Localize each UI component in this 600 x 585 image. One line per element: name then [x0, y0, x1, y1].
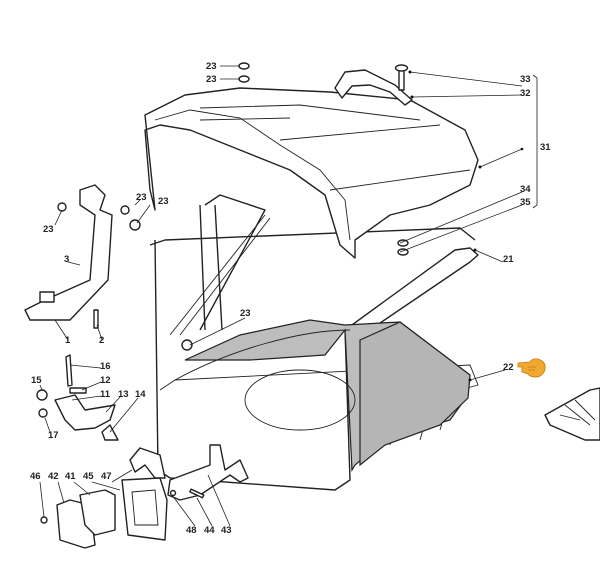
callout-46: 46: [30, 471, 41, 482]
callout-47: 47: [101, 471, 112, 482]
callout-2: 2: [99, 335, 104, 346]
fasteners: [57, 62, 409, 351]
callout-17: 17: [48, 430, 59, 441]
bracket-part-1[interactable]: [24, 184, 113, 329]
hardware-kit-bag: [544, 387, 600, 441]
callout-11: 11: [100, 389, 111, 400]
callout-labels: 23 23 33 32 31 34 35 21 22 23 23 23 3 1 …: [30, 61, 551, 536]
callout-35: 35: [520, 197, 531, 208]
callout-43: 43: [221, 525, 232, 536]
callout-32: 32: [520, 88, 531, 99]
callout-12: 12: [100, 375, 111, 386]
lower-latch-parts[interactable]: [40, 444, 249, 549]
callout-23: 23: [43, 224, 54, 235]
callout-23: 23: [240, 308, 251, 319]
callout-13: 13: [118, 389, 129, 400]
callout-31: 31: [540, 142, 551, 153]
leader-lines: [39, 65, 538, 527]
callout-21: 21: [503, 254, 514, 265]
callout-45: 45: [83, 471, 94, 482]
callout-34: 34: [520, 184, 531, 195]
hand-pointing-right-icon[interactable]: [517, 358, 546, 378]
callout-23: 23: [206, 74, 217, 85]
callout-44: 44: [204, 525, 215, 536]
handle-part-32[interactable]: [334, 64, 413, 106]
callout-23: 23: [136, 192, 147, 203]
frame-part-21[interactable]: [149, 194, 479, 491]
callout-15: 15: [31, 375, 42, 386]
grass-bag-part-22[interactable]: [174, 319, 471, 473]
latch-assembly[interactable]: [36, 354, 119, 441]
callout-1: 1: [65, 335, 71, 346]
callout-3: 3: [64, 254, 69, 265]
callout-23: 23: [206, 61, 217, 72]
cover-part-31[interactable]: [144, 87, 479, 259]
callout-48: 48: [186, 525, 197, 536]
callout-42: 42: [48, 471, 59, 482]
callout-14: 14: [135, 389, 146, 400]
callout-23: 23: [158, 196, 169, 207]
callout-16: 16: [100, 361, 111, 372]
callout-22: 22: [503, 362, 514, 373]
callout-33: 33: [520, 74, 531, 85]
callout-41: 41: [65, 471, 76, 482]
